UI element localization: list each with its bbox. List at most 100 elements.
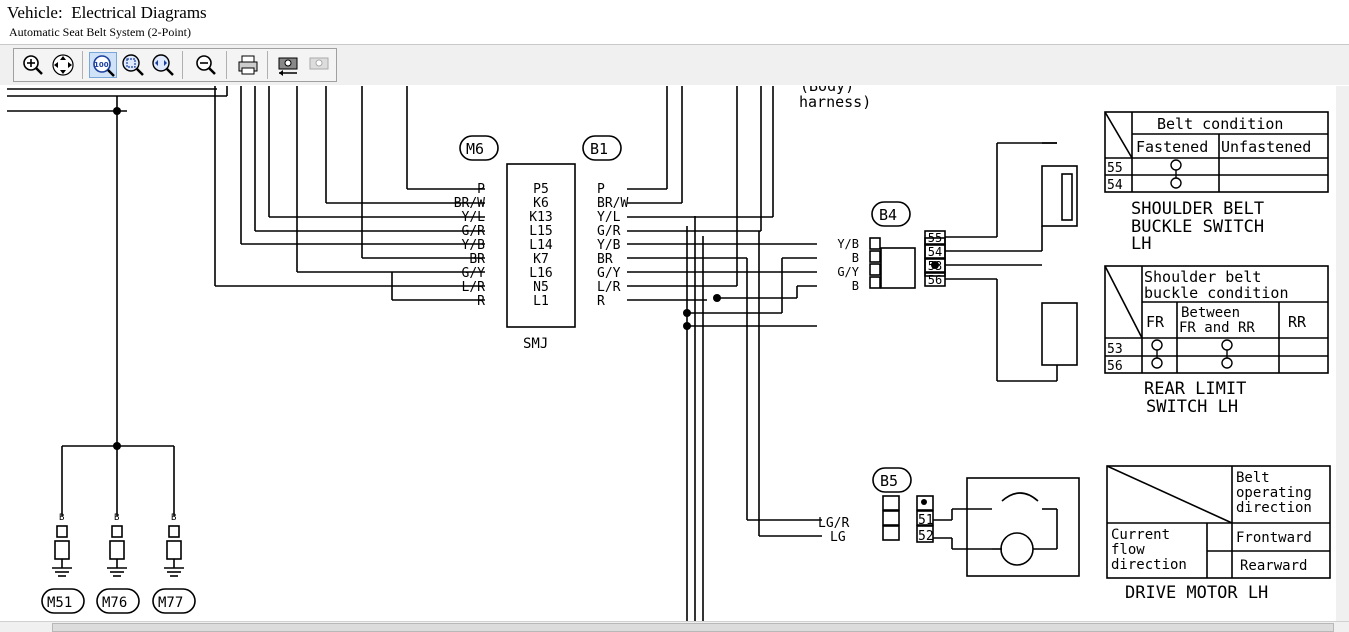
smj-terminal: K6 bbox=[533, 196, 549, 211]
smj-terminal: L16 bbox=[529, 266, 552, 281]
b4-pin: 53 bbox=[928, 259, 942, 273]
smj-terminal: K7 bbox=[533, 252, 549, 267]
svg-text:100: 100 bbox=[94, 61, 109, 69]
ground-m77: M77 bbox=[152, 588, 196, 614]
print-button[interactable] bbox=[234, 52, 262, 78]
rear-header-2: buckle condition bbox=[1144, 284, 1289, 302]
rear-col-fr: FR bbox=[1146, 313, 1165, 331]
pin-51: 51 bbox=[918, 513, 934, 528]
smj-terminal: L14 bbox=[529, 238, 553, 253]
label-b5: B5 bbox=[880, 472, 898, 490]
dm-row-3: direction bbox=[1111, 557, 1187, 573]
rear-caption-2: SWITCH LH bbox=[1146, 397, 1238, 417]
smj-left-color: G/Y bbox=[462, 266, 486, 281]
smj-right-color: G/Y bbox=[597, 266, 621, 281]
smj-right-color: G/R bbox=[597, 224, 621, 239]
ground-wire-1: B bbox=[59, 513, 64, 523]
dm-row-1: Current bbox=[1111, 527, 1170, 543]
connector-b4: B4 bbox=[871, 201, 911, 227]
zoom-in-icon bbox=[23, 55, 43, 75]
printer-icon bbox=[238, 55, 258, 75]
zoom-fit-button[interactable] bbox=[149, 52, 177, 78]
toolbar: 100 bbox=[0, 44, 1349, 85]
smj-terminal: L15 bbox=[529, 224, 552, 239]
rear-header-1: Shoulder belt bbox=[1144, 268, 1261, 286]
smj-right-color: Y/L bbox=[597, 210, 621, 225]
smj-right-color: BR bbox=[597, 252, 613, 267]
drive-motor-caption: DRIVE MOTOR LH bbox=[1125, 583, 1268, 603]
label-m76: M76 bbox=[102, 595, 127, 611]
label-m77: M77 bbox=[158, 595, 183, 611]
body-harness-line1: (Body) bbox=[800, 86, 854, 95]
smj-right-color: Y/B bbox=[597, 238, 621, 253]
toolbar-group: 100 bbox=[13, 48, 337, 82]
smj-terminal: L1 bbox=[533, 294, 549, 309]
ground-m76: M76 bbox=[96, 588, 140, 614]
smj-label: SMJ bbox=[523, 336, 548, 352]
label-m51: M51 bbox=[47, 595, 72, 611]
zoom-in-button[interactable] bbox=[19, 52, 47, 78]
vertical-scrollbar[interactable] bbox=[1336, 86, 1349, 623]
smj-left-color: BR bbox=[469, 252, 485, 267]
dm-frontward: Frontward bbox=[1236, 530, 1312, 546]
b4-wire: B bbox=[852, 279, 859, 293]
smj-left-color: L/R bbox=[462, 280, 486, 295]
smj-left-color: R bbox=[477, 294, 485, 309]
dm-rearward: Rearward bbox=[1240, 558, 1307, 574]
smj-left-color: P bbox=[477, 182, 485, 197]
ground-m51: M51 bbox=[41, 588, 85, 614]
wire-lg: LG bbox=[830, 530, 846, 545]
fastened-col: Fastened bbox=[1136, 138, 1208, 156]
pin-52: 52 bbox=[918, 529, 934, 544]
row-55: 55 bbox=[1107, 161, 1123, 176]
wiring-diagram: M6 B1 SMJ (Body) harness) PBR/WY/LG/RY/B… bbox=[7, 86, 1331, 623]
zoom-window-icon bbox=[122, 54, 144, 76]
connector-b1: B1 bbox=[582, 135, 622, 161]
b4-wire: Y/B bbox=[837, 237, 859, 251]
b4-wire: B bbox=[852, 251, 859, 265]
belt-condition-header: Belt condition bbox=[1157, 115, 1283, 133]
title-bar: Vehicle: Electrical Diagrams Automatic S… bbox=[0, 0, 1349, 44]
camera-copy-icon bbox=[278, 57, 298, 76]
b4-wire-labels: Y/BBG/YB bbox=[837, 237, 859, 293]
dm-col-1: Belt bbox=[1236, 470, 1270, 486]
connector-b5: B5 bbox=[872, 467, 912, 493]
b4-wire: G/Y bbox=[837, 265, 859, 279]
zoom-100-button[interactable]: 100 bbox=[89, 52, 117, 78]
wire-lg-r: LG/R bbox=[818, 516, 849, 531]
rear-col-between: Between bbox=[1181, 305, 1240, 321]
window-title: Vehicle: Electrical Diagrams bbox=[7, 3, 207, 22]
zoom-out-icon bbox=[196, 55, 216, 75]
label-m6: M6 bbox=[466, 140, 484, 158]
smj-terminal: K13 bbox=[529, 210, 552, 225]
copy-button[interactable] bbox=[274, 52, 302, 78]
smj-left-color: BR/W bbox=[454, 196, 485, 211]
smj-right-color: P bbox=[597, 182, 605, 197]
rear-caption-1: REAR LIMIT bbox=[1144, 379, 1246, 399]
smj-terminal: N5 bbox=[533, 280, 549, 295]
dm-col-2: operating bbox=[1236, 485, 1312, 501]
unfastened-col: Unfastened bbox=[1221, 138, 1311, 156]
smj-terminal: P5 bbox=[533, 182, 549, 197]
body-harness-line2: harness) bbox=[799, 93, 871, 111]
b4-pin: 55 bbox=[928, 231, 942, 245]
copy-disabled-button bbox=[305, 52, 333, 78]
row-54: 54 bbox=[1107, 178, 1123, 193]
connector-m6: M6 bbox=[459, 135, 499, 161]
pan-button[interactable] bbox=[49, 52, 77, 78]
label-b4: B4 bbox=[879, 206, 897, 224]
rear-col-rr: RR bbox=[1288, 313, 1307, 331]
smj-left-color: Y/L bbox=[462, 210, 486, 225]
shoulder-caption-3: LH bbox=[1131, 234, 1151, 254]
dm-row-2: flow bbox=[1111, 542, 1145, 558]
label-b1: B1 bbox=[590, 140, 608, 158]
horizontal-scrollbar[interactable] bbox=[0, 621, 1349, 632]
zoom-window-button[interactable] bbox=[119, 52, 147, 78]
ground-wire-2: B bbox=[114, 513, 119, 523]
zoom-out-button[interactable] bbox=[192, 52, 220, 78]
